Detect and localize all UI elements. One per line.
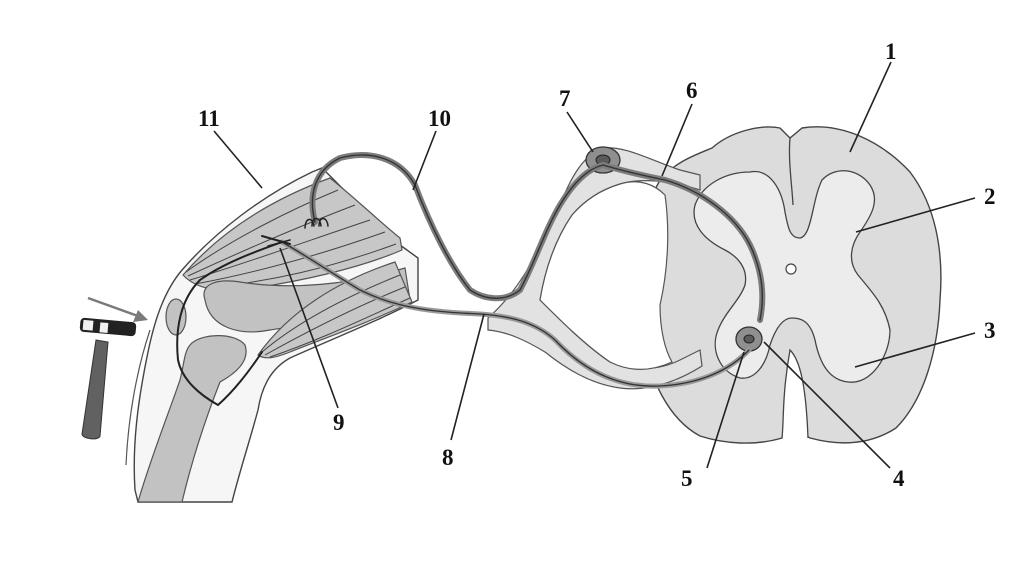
labels: 1 2 3 4 5 6 7 8 9 10 11 [198,39,996,491]
skin-inner-line [125,329,151,466]
tap-arrow [87,296,148,322]
label-8: 8 [442,445,454,470]
patella [165,298,187,336]
label-4: 4 [893,466,905,491]
leader-lines [213,61,976,469]
nerve-fibres [176,152,766,407]
posterior-fissure [788,137,794,206]
label-5: 5 [681,466,693,491]
skin-nerve-branch [176,241,283,407]
label-1: 1 [885,39,897,64]
receptor-ending [261,235,291,245]
motor-end-plate [304,217,329,229]
label-2: 2 [984,184,996,209]
label-10: 10 [428,106,451,131]
reflex-hammer [79,317,137,440]
receptor-ending-2 [267,239,291,247]
motor-neuron-nucleus [743,334,755,344]
tibia [137,335,247,503]
anterior-fissure [781,348,809,439]
limb [79,167,419,503]
label-11: 11 [198,106,220,131]
label-3: 3 [984,318,996,343]
label-6: 6 [686,78,698,103]
label-7: 7 [559,86,571,111]
root-loop-space [539,181,673,371]
label-9: 9 [333,410,345,435]
central-canal [785,263,797,275]
